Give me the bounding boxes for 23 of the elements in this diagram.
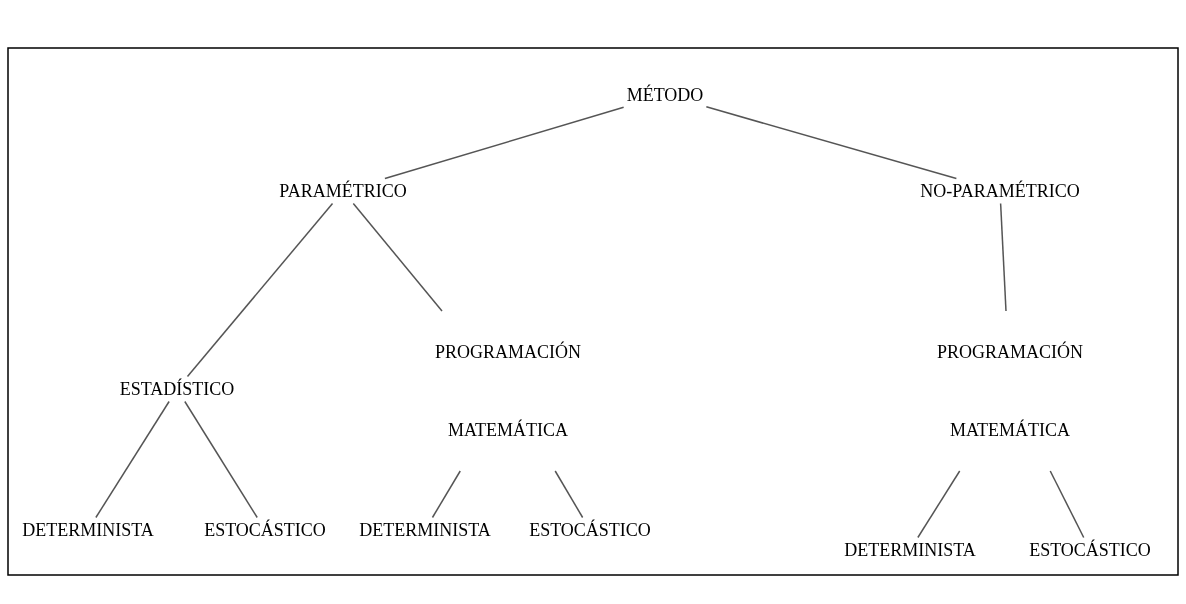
node-label: NO-PARAMÉTRICO [917,178,1083,204]
node-label: PARAMÉTRICO [276,178,410,204]
connector-line [554,470,584,519]
connector-line [1049,470,1085,539]
connector-line [186,202,334,378]
connector-line [917,470,961,539]
node-label: DETERMINISTA [19,517,157,543]
connector-line [999,202,1007,312]
node-label: ESTOCÁSTICO [201,517,329,543]
connector-line [184,400,258,519]
connector-line [352,202,443,312]
node-label: DETERMINISTA [841,537,979,563]
connector-line [431,470,461,519]
connector-line [705,106,958,180]
node-label: MÉTODO [623,82,707,108]
node-label: DETERMINISTA [356,517,494,543]
node-label: PROGRAMACIÓN MATEMÁTICA [420,311,596,471]
node-label: ESTADÍSTICO [116,376,238,402]
connector-line [384,106,625,180]
node-label: PROGRAMACIÓN MATEMÁTICA [922,311,1098,471]
connector-line [95,400,170,519]
node-label: ESTOCÁSTICO [526,517,654,543]
node-label: ESTOCÁSTICO [1026,537,1154,563]
